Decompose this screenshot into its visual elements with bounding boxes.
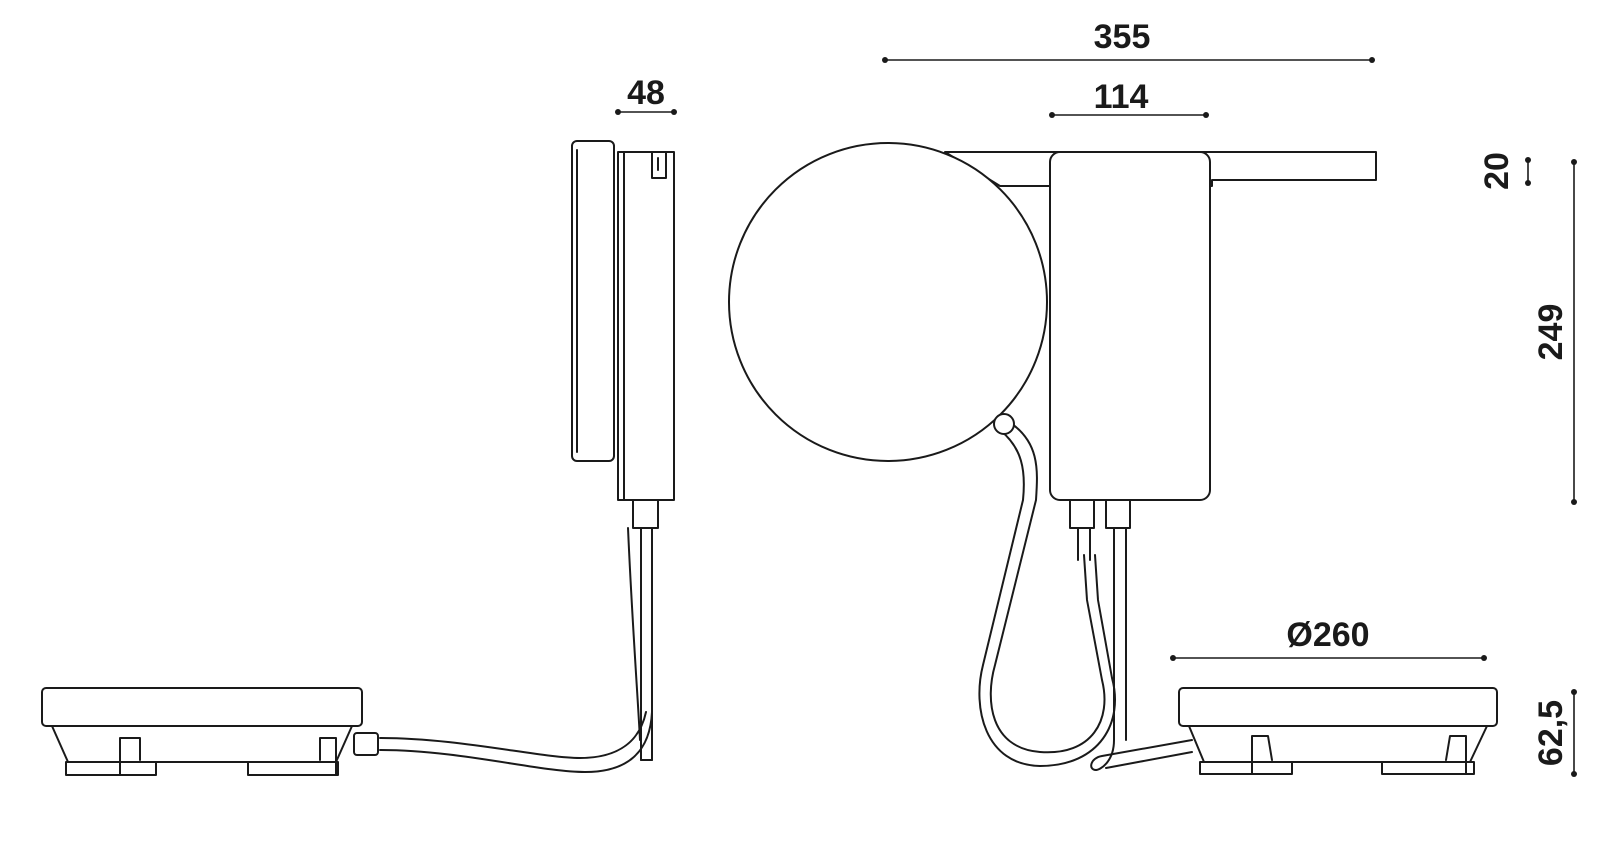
side-scale-body (51, 725, 353, 763)
dim-label-module-height: 249 (1532, 304, 1570, 361)
side-scale-plate (41, 687, 363, 727)
dim-label-base-diameter: Ø260 (1286, 616, 1369, 654)
dimension-355: 355 (882, 18, 1375, 63)
dimension-48: 48 (615, 74, 677, 115)
dimension-260: Ø260 (1170, 616, 1487, 661)
dim-label-depth: 48 (627, 74, 665, 112)
dim-label-top-bar: 20 (1478, 152, 1516, 190)
front-scale-body (1188, 725, 1488, 763)
dim-label-overall-width: 355 (1094, 18, 1151, 56)
dimension-249: 249 (1532, 159, 1577, 505)
side-view (41, 140, 675, 776)
side-connector (632, 499, 659, 529)
dim-label-module-width: 114 (1094, 78, 1149, 116)
side-cable-gland (353, 732, 379, 756)
dimension-114: 114 (1049, 78, 1209, 118)
side-wall-panel (571, 140, 615, 462)
front-module-body (1049, 151, 1211, 501)
front-view (728, 142, 1498, 775)
dimension-20: 20 (1478, 152, 1531, 190)
front-connector-2 (1105, 499, 1131, 529)
round-display (728, 142, 1048, 462)
front-connector-1 (1069, 499, 1095, 529)
dim-label-base-height: 62,5 (1532, 700, 1570, 766)
dimension-62-5: 62,5 (1532, 689, 1577, 777)
side-module-body (617, 151, 675, 501)
front-scale-plate (1178, 687, 1498, 727)
